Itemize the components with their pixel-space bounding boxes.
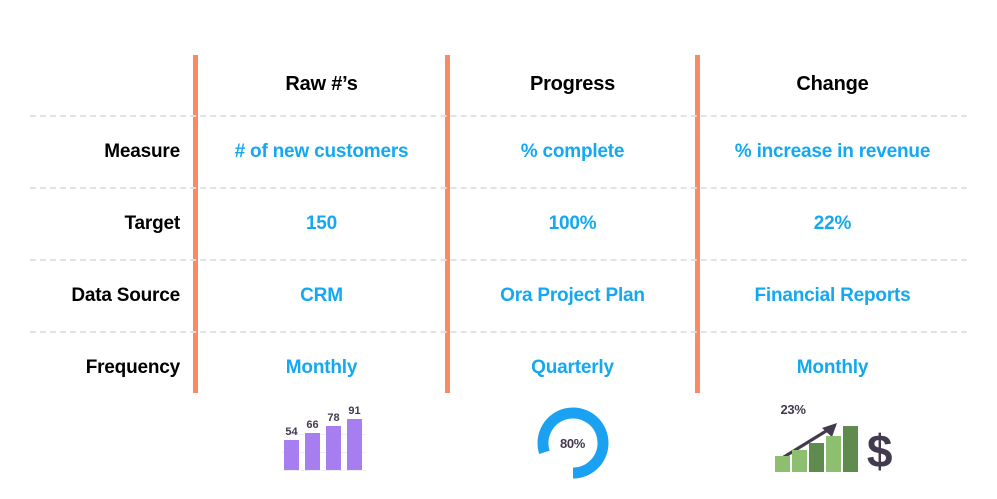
row-label-frequency: Frequency bbox=[85, 357, 180, 378]
cell-target-raw: 150 bbox=[305, 213, 338, 234]
column-header-change: Change bbox=[796, 73, 869, 95]
column-separator-1 bbox=[193, 55, 198, 393]
cell-frequency-change: Monthly bbox=[796, 357, 869, 378]
bar-chart-value-label: 91 bbox=[348, 405, 361, 417]
column-separator-2 bbox=[445, 55, 450, 393]
bar-chart-gridline bbox=[281, 470, 366, 471]
cell-target-progress: 100% bbox=[548, 213, 597, 234]
cell-data-source-progress: Ora Project Plan bbox=[500, 285, 645, 306]
cell-data-source-change: Financial Reports bbox=[754, 285, 911, 306]
cell-frequency-raw: Monthly bbox=[285, 357, 358, 378]
cell-data-source-raw: CRM bbox=[300, 285, 343, 306]
raw-numbers-chart-area: 54 66 78 91 bbox=[198, 398, 445, 488]
donut-chart-icon: 80% bbox=[534, 404, 612, 482]
progress-chart-area: 80% bbox=[450, 398, 695, 488]
donut-center-label: 80% bbox=[559, 435, 586, 451]
row-separator-1 bbox=[30, 115, 967, 117]
column-separator-3 bbox=[695, 55, 700, 393]
growth-chart-bar bbox=[774, 456, 790, 472]
trend-arrow-icon bbox=[777, 423, 837, 462]
bar-chart-bar bbox=[325, 426, 341, 470]
change-chart-area: 23% $ bbox=[700, 398, 965, 488]
column-header-raw-numbers: Raw #’s bbox=[285, 73, 358, 95]
column-header-progress: Progress bbox=[529, 73, 616, 95]
row-separator-3 bbox=[30, 259, 967, 261]
cell-measure-progress: % complete bbox=[520, 141, 625, 162]
bar-chart-bar bbox=[346, 419, 362, 470]
growth-chart-bar bbox=[791, 450, 807, 472]
bar-chart-value-label: 78 bbox=[327, 412, 340, 424]
cell-measure-raw: # of new customers bbox=[234, 141, 409, 162]
row-label-measure: Measure bbox=[104, 141, 180, 162]
bar-chart-bar bbox=[304, 433, 320, 470]
bar-chart-gridline bbox=[281, 452, 366, 453]
bar-chart-gridline bbox=[281, 434, 366, 435]
cell-target-change: 22% bbox=[813, 213, 852, 234]
row-label-data-source: Data Source bbox=[71, 285, 180, 306]
bar-chart-value-label: 54 bbox=[285, 426, 298, 438]
growth-chart-bar bbox=[808, 443, 824, 472]
bar-chart-bar bbox=[283, 440, 299, 470]
row-separator-2 bbox=[30, 187, 967, 189]
growth-percent-label: 23% bbox=[780, 402, 806, 417]
bar-chart-value-label: 66 bbox=[306, 419, 319, 431]
cell-measure-change: % increase in revenue bbox=[734, 141, 931, 162]
cell-frequency-progress: Quarterly bbox=[531, 357, 614, 378]
row-separator-4 bbox=[30, 331, 967, 333]
bar-chart-icon: 54 66 78 91 bbox=[274, 398, 370, 478]
row-label-target: Target bbox=[124, 213, 181, 234]
growth-chart-bar bbox=[825, 436, 841, 472]
dollar-sign-icon: $ bbox=[866, 425, 893, 477]
donut-chart-svg bbox=[537, 407, 608, 479]
growth-chart-icon: 23% $ bbox=[773, 400, 893, 480]
growth-chart-bar bbox=[842, 426, 858, 472]
